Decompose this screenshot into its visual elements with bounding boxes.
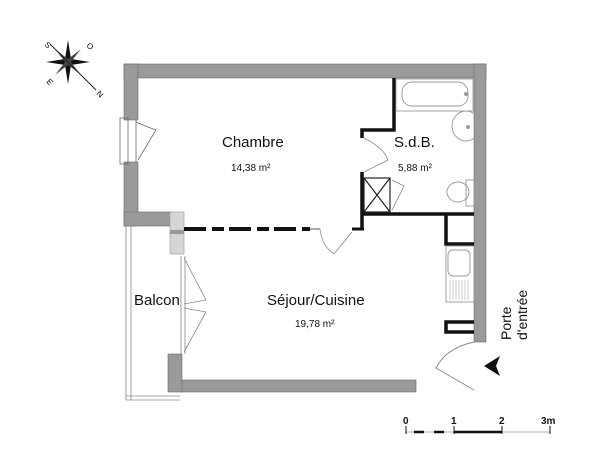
room-name-sejour: Séjour/Cuisine <box>267 292 365 309</box>
entrance-door <box>435 341 475 391</box>
svg-text:E: E <box>45 77 55 87</box>
compass-rose-icon: S O E N <box>43 40 106 100</box>
scale-bar <box>405 426 551 434</box>
balcony <box>125 226 207 401</box>
washbasin <box>451 110 481 142</box>
scale-tick-2: 2 <box>499 416 505 427</box>
cupboard <box>363 177 405 213</box>
scale-tick-1: 1 <box>451 416 457 427</box>
bathroom-walls <box>360 78 474 334</box>
kitchen-sink <box>445 245 475 303</box>
svg-text:N: N <box>95 89 106 100</box>
svg-text:S: S <box>43 40 53 50</box>
window-chambre <box>119 117 157 165</box>
scale-tick-3m: 3m <box>541 416 556 427</box>
toilet <box>446 179 475 207</box>
room-name-sdb: S.d.B. <box>394 134 435 151</box>
entrance-label: Porte d'entrée <box>498 289 530 340</box>
svg-text:O: O <box>85 41 96 52</box>
room-area-sejour: 19,78 m² <box>295 319 335 330</box>
bathtub <box>395 78 474 112</box>
room-name-chambre: Chambre <box>222 134 284 151</box>
room-name-balcon: Balcon <box>134 292 180 309</box>
scale-tick-0: 0 <box>403 416 409 427</box>
bathroom-door <box>363 137 389 173</box>
room-area-chambre: 14,38 m² <box>231 163 271 174</box>
room-area-sdb: 5,88 m² <box>398 163 432 174</box>
entrance-arrow-icon <box>484 356 500 376</box>
partition-wall <box>184 227 364 255</box>
